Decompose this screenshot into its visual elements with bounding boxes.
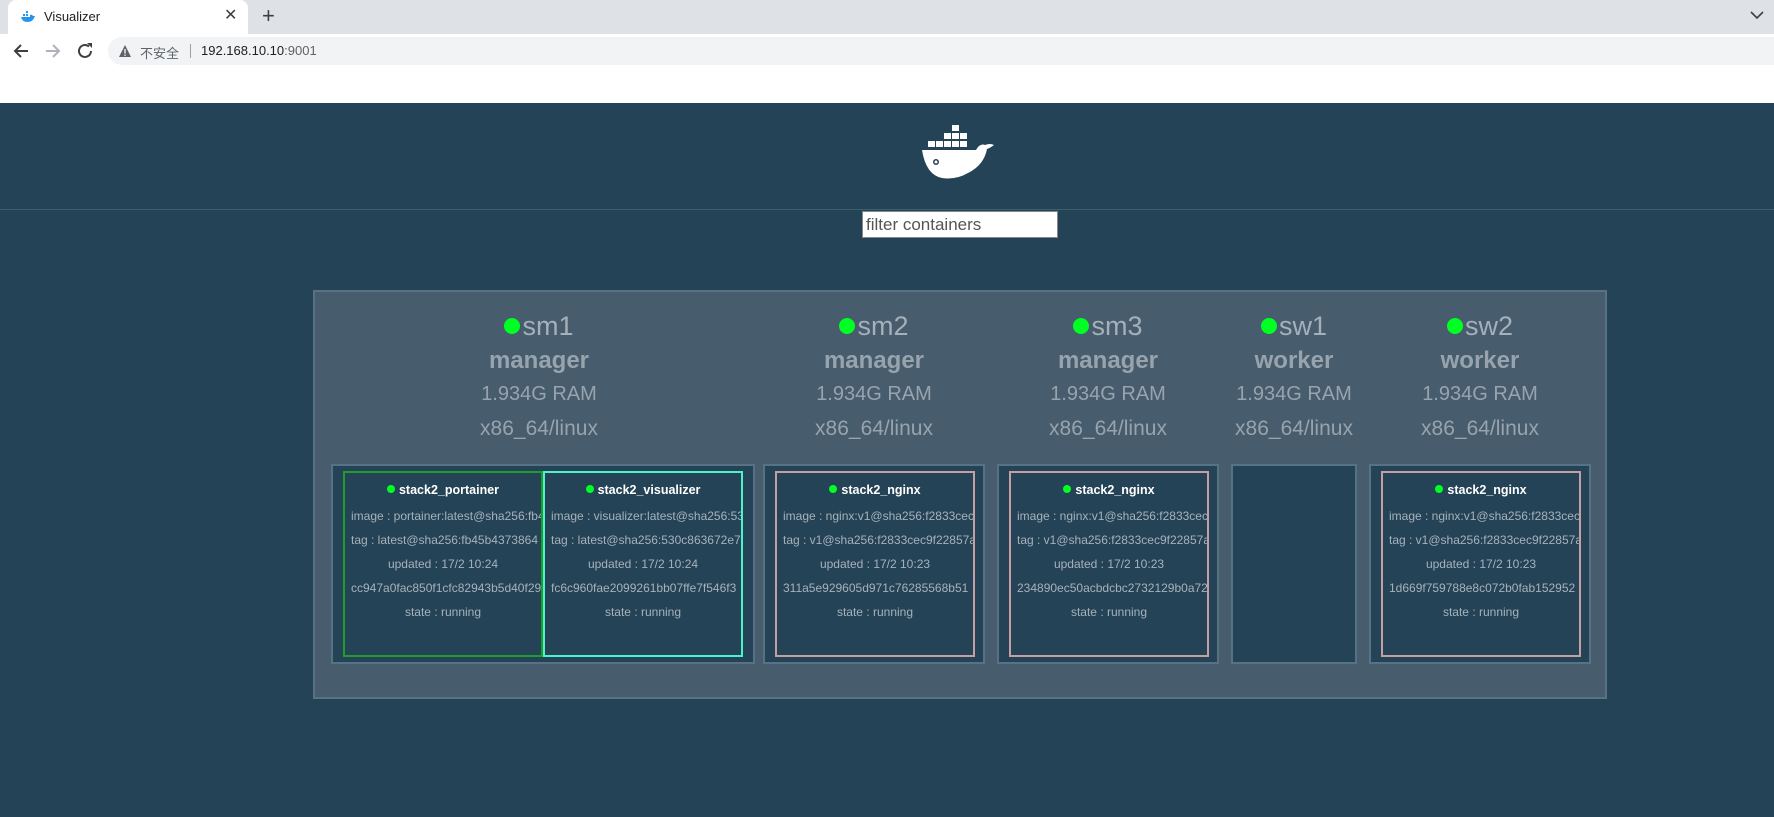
container-updated: updated : 17/2 10:23	[1053, 557, 1165, 571]
status-dot-icon	[1446, 318, 1463, 334]
container-name: stack2_portainer	[345, 483, 541, 497]
container-tag: tag : v1@sha256:f2833cec9f22857a	[1389, 533, 1581, 547]
status-dot-icon	[1260, 318, 1277, 334]
container-id: fc6c960fae2099261bb07ffe7f546f3	[551, 581, 737, 595]
container-image: image : nginx:v1@sha256:f2833cec	[783, 509, 974, 523]
status-dot-icon	[1073, 318, 1090, 334]
tab-title: Visualizer	[44, 9, 101, 24]
container-card[interactable]: stack2_nginx image : nginx:v1@sha256:f28…	[775, 471, 975, 657]
container-id: 1d669f759788e8c072b0fab152952	[1389, 581, 1576, 595]
container-card[interactable]: stack2_visualizer image : visualizer:lat…	[543, 471, 743, 657]
url-port: :9001	[284, 43, 317, 58]
node-arch: x86_64/linux	[1049, 417, 1167, 440]
container-state: state : running	[604, 605, 682, 619]
cluster-panel: sm1 manager 1.934G RAM x86_64/linux stac…	[313, 290, 1607, 699]
docker-whale-logo-icon	[922, 125, 994, 179]
browser-tab[interactable]: Visualizer ✕	[8, 0, 248, 34]
node-name: sm2	[763, 310, 985, 342]
docker-favicon-icon	[21, 11, 35, 22]
back-arrow-icon[interactable]	[12, 42, 30, 60]
container-updated: updated : 17/2 10:23	[819, 557, 931, 571]
visualizer-page: sm1 manager 1.934G RAM x86_64/linux stac…	[0, 103, 1774, 817]
container-name: stack2_visualizer	[545, 483, 741, 497]
node-ram: 1.934G RAM	[1236, 383, 1352, 405]
reload-icon[interactable]	[76, 42, 94, 60]
page-top-spacer	[0, 68, 1774, 103]
status-dot-icon	[829, 485, 838, 493]
node-container-list: stack2_nginx image : nginx:v1@sha256:f28…	[763, 464, 985, 664]
container-tag: tag : v1@sha256:f2833cec9f22857a	[783, 533, 975, 547]
node-arch: x86_64/linux	[1235, 417, 1353, 440]
container-updated: updated : 17/2 10:24	[587, 557, 699, 571]
status-dot-icon	[1063, 485, 1072, 493]
container-image: image : visualizer:latest@sha256:530c	[551, 509, 743, 523]
node-role: worker	[1254, 347, 1334, 374]
url-divider	[190, 44, 191, 58]
container-card[interactable]: stack2_nginx image : nginx:v1@sha256:f28…	[1381, 471, 1581, 657]
node-container-list: stack2_portainer image : portainer:lates…	[331, 464, 755, 664]
container-updated: updated : 17/2 10:24	[387, 557, 499, 571]
node-ram: 1.934G RAM	[481, 383, 597, 405]
node-name: sm3	[997, 310, 1219, 342]
container-id: 311a5e929605d971c76285568b51	[783, 581, 969, 595]
node-name: sw1	[1231, 310, 1357, 342]
node-name: sw2	[1369, 310, 1591, 342]
node-role: manager	[488, 347, 590, 374]
status-dot-icon	[1435, 485, 1444, 493]
container-image: image : portainer:latest@sha256:fb45b437…	[351, 509, 543, 523]
container-name: stack2_nginx	[1011, 483, 1207, 497]
container-updated: updated : 17/2 10:23	[1425, 557, 1537, 571]
node-arch: x86_64/linux	[815, 417, 933, 440]
forward-arrow-icon[interactable]	[44, 42, 62, 60]
status-dot-icon	[386, 485, 395, 493]
container-tag: tag : latest@sha256:fb45b4373864	[351, 533, 538, 547]
container-tag: tag : v1@sha256:f2833cec9f22857a	[1017, 533, 1209, 547]
node-ram: 1.934G RAM	[1050, 383, 1166, 405]
node-role: manager	[1057, 347, 1159, 374]
browser-tab-strip: Visualizer ✕ +	[0, 0, 1774, 34]
security-label[interactable]: 不安全	[140, 46, 180, 61]
container-name: stack2_nginx	[1383, 483, 1579, 497]
container-id: 234890ec50acbdcbc2732129b0a72	[1017, 581, 1208, 595]
node-role: worker	[1440, 347, 1520, 374]
browser-toolbar: 不安全 192.168.10.10:9001	[0, 34, 1774, 68]
warning-icon	[119, 45, 131, 57]
container-image: image : nginx:v1@sha256:f2833cec	[1389, 509, 1580, 523]
new-tab-button[interactable]: +	[262, 3, 275, 28]
container-state: state : running	[404, 605, 482, 619]
url-host: 192.168.10.10	[201, 43, 285, 58]
filter-containers-input[interactable]	[862, 211, 1058, 238]
url-text[interactable]: 192.168.10.10:9001	[201, 43, 317, 58]
node-container-list	[1231, 464, 1357, 664]
node-arch: x86_64/linux	[1421, 417, 1539, 440]
container-state: state : running	[1442, 605, 1520, 619]
node-ram: 1.934G RAM	[816, 383, 932, 405]
node-role: manager	[823, 347, 925, 374]
status-dot-icon	[504, 318, 521, 334]
container-tag: tag : latest@sha256:530c863672e7	[551, 533, 741, 547]
container-state: state : running	[836, 605, 914, 619]
container-name: stack2_nginx	[777, 483, 973, 497]
status-dot-icon	[839, 318, 856, 334]
tab-close-icon[interactable]: ✕	[224, 7, 238, 24]
container-image: image : nginx:v1@sha256:f2833cec	[1017, 509, 1208, 523]
node-container-list: stack2_nginx image : nginx:v1@sha256:f28…	[997, 464, 1219, 664]
container-card[interactable]: stack2_portainer image : portainer:lates…	[343, 471, 543, 657]
node-arch: x86_64/linux	[480, 417, 598, 440]
chevron-down-icon[interactable]	[1748, 6, 1766, 24]
container-id: cc947a0fac850f1cfc82943b5d40f29	[351, 581, 542, 595]
container-state: state : running	[1070, 605, 1148, 619]
address-bar[interactable]: 不安全 192.168.10.10:9001	[108, 37, 1774, 65]
header-divider	[0, 209, 1774, 210]
node-ram: 1.934G RAM	[1422, 383, 1538, 405]
status-dot-icon	[585, 485, 594, 493]
container-card[interactable]: stack2_nginx image : nginx:v1@sha256:f28…	[1009, 471, 1209, 657]
node-name: sm1	[327, 310, 751, 342]
node-container-list: stack2_nginx image : nginx:v1@sha256:f28…	[1369, 464, 1591, 664]
